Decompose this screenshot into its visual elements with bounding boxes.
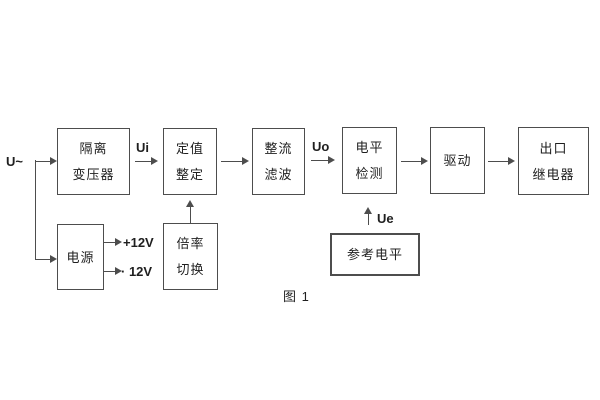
block-setpoint-setting: 定值 整定 xyxy=(163,128,217,195)
arrow-minus-12v xyxy=(104,267,122,276)
block-rectifier-filter: 整流 滤波 xyxy=(252,128,305,195)
arrow-input-to-transformer xyxy=(35,157,57,166)
label-input-voltage: U~ xyxy=(6,154,23,169)
block-level-detection-line2: 检测 xyxy=(355,166,384,181)
block-ratio-switching-line1: 倍率 xyxy=(176,236,205,251)
block-drive: 驱动 xyxy=(430,127,485,194)
block-level-detection: 电平 检测 xyxy=(342,127,397,194)
label-minus-12v: · 12V xyxy=(121,264,153,279)
arrow-plus-12v xyxy=(104,238,122,247)
block-isolation-transformer: 隔离 变压器 xyxy=(57,128,130,195)
block-output-relay-line1: 出口 xyxy=(539,140,568,156)
block-drive-label: 驱动 xyxy=(443,153,472,168)
label-uo: Uo xyxy=(312,139,330,154)
block-rectifier-filter-line1: 整流 xyxy=(264,141,293,156)
block-output-relay-line2: 继电器 xyxy=(532,166,575,182)
arrow-uo xyxy=(311,156,335,165)
block-ratio-switching: 倍率 切换 xyxy=(163,223,218,290)
arrow-ui xyxy=(135,157,158,166)
label-ui: Ui xyxy=(136,140,149,155)
label-plus-12v: +12V xyxy=(123,235,154,250)
block-setpoint-setting-line2: 整定 xyxy=(175,167,204,182)
block-setpoint-setting-line1: 定值 xyxy=(175,141,204,156)
label-ue: Ue xyxy=(377,211,394,226)
arrow-setpoint-to-rectifier xyxy=(221,157,249,166)
block-output-relay: 出口 继电器 xyxy=(518,127,589,195)
block-isolation-transformer-line1: 隔离 xyxy=(79,141,108,156)
arrow-drive-to-relay xyxy=(488,157,515,166)
input-branch-line xyxy=(34,160,37,260)
arrow-ue xyxy=(364,207,373,225)
block-ratio-switching-line2: 切换 xyxy=(176,262,205,277)
arrow-ratio-to-setpoint xyxy=(186,200,195,223)
figure-caption: 图 1 xyxy=(283,289,310,304)
block-rectifier-filter-line2: 滤波 xyxy=(264,167,293,182)
arrow-input-to-power xyxy=(35,255,57,264)
block-isolation-transformer-line2: 变压器 xyxy=(72,167,115,182)
arrow-detection-to-drive xyxy=(401,157,428,166)
block-reference-level: 参考电平 xyxy=(330,233,420,276)
block-reference-level-label: 参考电平 xyxy=(346,247,403,262)
block-power-supply: 电源 xyxy=(57,224,104,290)
block-level-detection-line1: 电平 xyxy=(355,140,384,155)
block-power-supply-label: 电源 xyxy=(66,249,95,265)
